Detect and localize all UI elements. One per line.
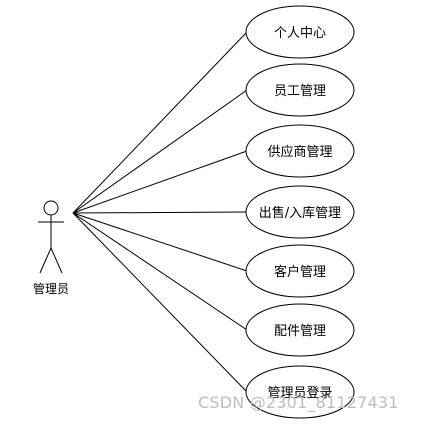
use-case: 客户管理 <box>245 244 355 298</box>
use-case-ellipse <box>245 303 355 357</box>
use-case-label: 出售/入库管理 <box>259 205 341 221</box>
use-case-label: 员工管理 <box>274 84 326 99</box>
use-case-label: 个人中心 <box>274 26 326 41</box>
associations <box>72 31 248 393</box>
association-line <box>72 212 248 331</box>
use-case-ellipse <box>245 5 355 59</box>
use-case: 员工管理 <box>245 63 355 117</box>
use-case-label: 管理员登录 <box>267 386 332 401</box>
use-case: 个人中心 <box>245 5 355 59</box>
actor-label: 管理员 <box>33 281 69 296</box>
use-case: 出售/入库管理 <box>245 185 355 239</box>
use-case-label: 供应商管理 <box>267 144 332 160</box>
use-case-ellipse <box>245 244 355 298</box>
association-line <box>72 212 248 393</box>
association-line <box>72 31 248 214</box>
association-line <box>72 89 248 214</box>
use-case-ellipse <box>245 365 355 419</box>
association-line <box>72 212 248 272</box>
use-case: 管理员登录 <box>245 365 355 419</box>
association-line <box>72 211 248 214</box>
watermark: CSDN @2301_81127431 <box>198 393 399 412</box>
actor-admin: 管理员 <box>33 200 69 296</box>
association-line <box>72 150 248 214</box>
use-case-label: 配件管理 <box>274 324 326 339</box>
actor-left-leg <box>39 247 52 274</box>
actor-right-leg <box>50 247 63 274</box>
use-case: 配件管理 <box>245 303 355 357</box>
use-case-label: 客户管理 <box>274 264 326 280</box>
use-case-ellipse <box>245 63 355 117</box>
use-case-ellipse <box>245 124 355 178</box>
use-case: 供应商管理 <box>245 124 355 178</box>
use-case-ellipse <box>245 185 355 239</box>
actor-head <box>43 200 59 216</box>
